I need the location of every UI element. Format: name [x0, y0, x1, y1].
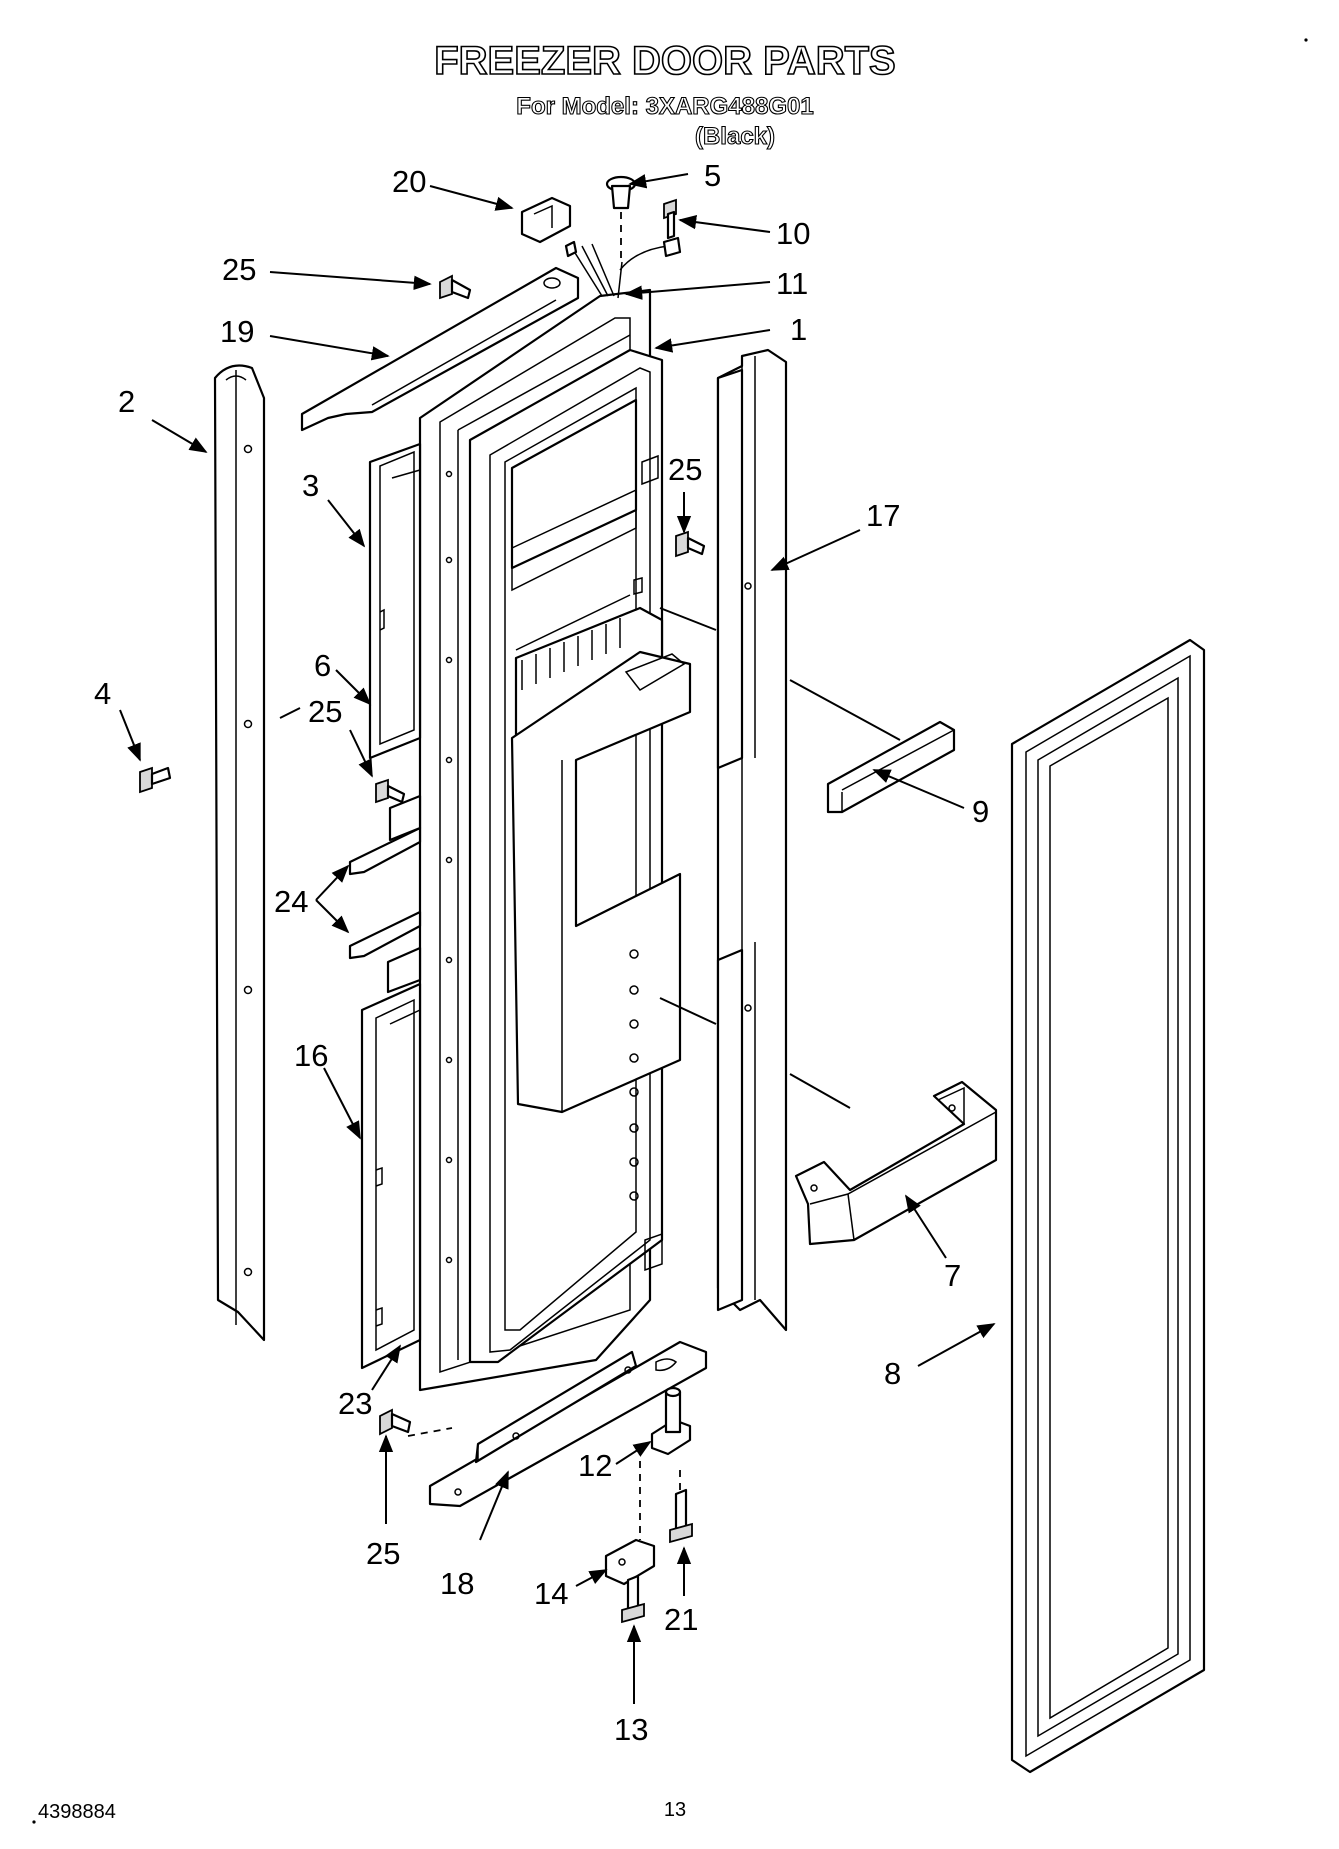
- part-20-connector: [520, 196, 572, 244]
- callout-25: 25: [308, 694, 342, 729]
- color-line: (Black): [695, 123, 775, 150]
- leader-arrows: [119, 173, 996, 1704]
- part-19-top-trim: [300, 266, 580, 432]
- model-line: For Model: 3XARG488G01: [516, 93, 813, 120]
- callout-2: 2: [118, 384, 135, 419]
- callout-20: 20: [392, 164, 426, 199]
- callout-10: 10: [776, 216, 810, 251]
- part-11-wire-harness: [564, 236, 682, 299]
- screws: [139, 175, 706, 1624]
- callout-14: 14: [534, 1576, 568, 1611]
- part-5-plug: [605, 175, 637, 262]
- callout-8: 8: [884, 1356, 901, 1391]
- document-number: 4398884: [38, 1801, 116, 1823]
- callout-13: 13: [614, 1712, 648, 1747]
- corner-dot-bottom: [32, 1820, 36, 1824]
- part-8-door-gasket: [1010, 638, 1206, 1774]
- part-9-shelf-rail: [826, 720, 956, 814]
- callout-21: 21: [664, 1602, 698, 1637]
- callout-16: 16: [294, 1038, 328, 1073]
- part-3-upper-panel: [368, 442, 422, 760]
- page-title: FREEZER DOOR PARTS: [434, 39, 896, 83]
- callout-4: 4: [94, 676, 111, 711]
- door-inner-panel: [468, 348, 692, 1364]
- part-4-screw: [139, 766, 172, 794]
- callout-12: 12: [578, 1448, 612, 1483]
- part-25-screw-bottom: [379, 1408, 412, 1436]
- part-12-hinge-pin: [650, 1386, 692, 1456]
- part-7-door-bin: [794, 1080, 998, 1246]
- part-25-screw-left: [375, 778, 406, 804]
- callout-1: 1: [790, 312, 807, 347]
- callout-3: 3: [302, 468, 319, 503]
- callout-25: 25: [222, 252, 256, 287]
- callout-24: 24: [274, 884, 308, 919]
- callout-9: 9: [972, 794, 989, 829]
- corner-dot: [1304, 38, 1308, 42]
- part-24-brackets: [348, 794, 422, 994]
- part-14-hinge-block: [604, 1538, 656, 1586]
- page-number: 13: [664, 1799, 686, 1821]
- assembly-guide-lines: [279, 607, 901, 1109]
- part-25-screw-top: [439, 274, 472, 300]
- callout-6: 6: [314, 648, 331, 683]
- callout-17: 17: [866, 498, 900, 533]
- callout-labels: 20 5 10 25 11 1 19 2 3 25 17 6 4 25 9 24…: [94, 158, 989, 1747]
- callout-19: 19: [220, 314, 254, 349]
- part-13-screw: [621, 1574, 645, 1624]
- part-18-bottom-bracket: [428, 1340, 708, 1508]
- part-25-screw-mid: [675, 530, 706, 558]
- part-16-lower-panel: [360, 982, 422, 1370]
- callout-18: 18: [440, 1566, 474, 1601]
- part-21-screw: [669, 1488, 693, 1544]
- part-2-side-trim: [213, 364, 266, 1342]
- part-10-screw: [663, 198, 677, 240]
- callout-5: 5: [704, 158, 721, 193]
- callout-25: 25: [366, 1536, 400, 1571]
- part-17-right-trim: [716, 348, 788, 1332]
- callout-25: 25: [668, 452, 702, 487]
- callout-23: 23: [338, 1386, 372, 1421]
- callout-11: 11: [776, 266, 808, 301]
- callout-7: 7: [944, 1258, 961, 1293]
